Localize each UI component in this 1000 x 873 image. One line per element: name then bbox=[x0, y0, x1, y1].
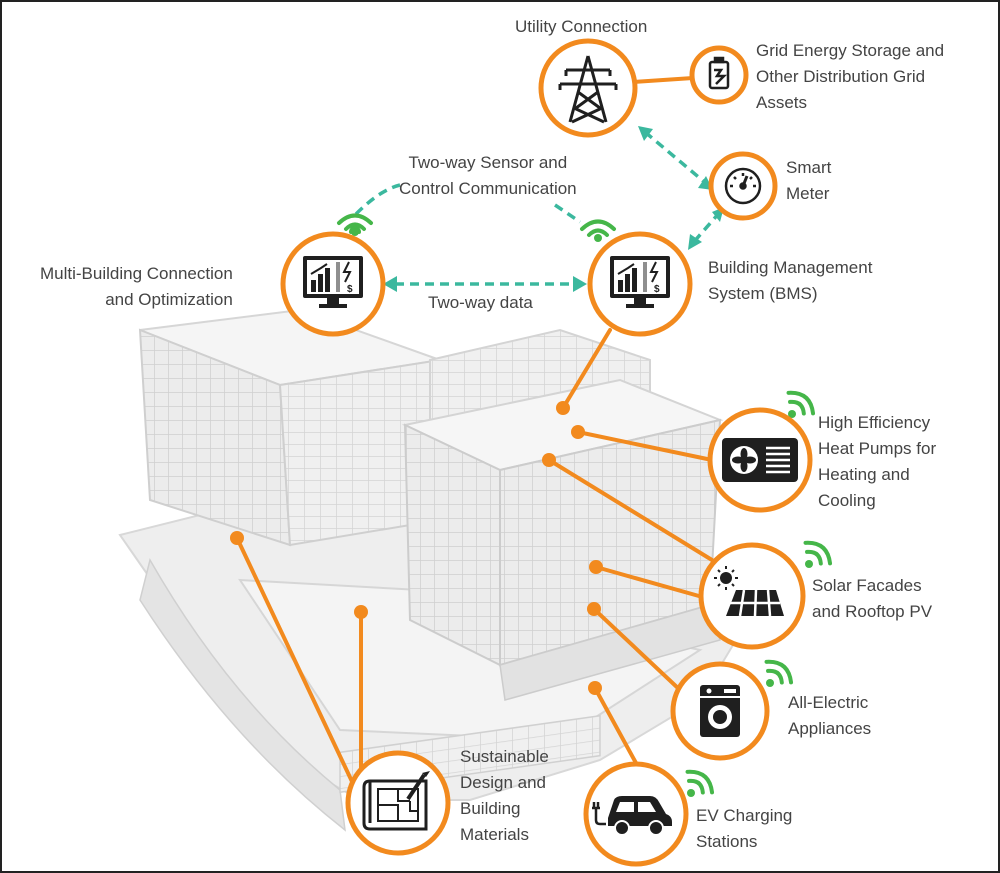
dot-bms bbox=[556, 401, 570, 415]
connector-utility-storage bbox=[631, 76, 695, 84]
arrow-data-left bbox=[383, 276, 397, 292]
connector-heatpump bbox=[576, 430, 714, 462]
label-bms: Building Management System (BMS) bbox=[708, 258, 873, 303]
plaza-curve bbox=[139, 558, 346, 832]
arrow-data-right bbox=[573, 276, 587, 292]
low-building bbox=[238, 578, 703, 742]
transmission-tower-icon bbox=[558, 55, 618, 124]
connector-bms-building bbox=[561, 328, 612, 410]
link-utility-meter bbox=[643, 130, 710, 187]
wifi-signal-icon bbox=[764, 659, 794, 685]
battery-icon bbox=[708, 56, 730, 90]
label-grid-storage: Grid Energy Storage and Other Distributi… bbox=[756, 41, 945, 112]
label-heat-pumps: High Efficiency Heat Pumps for Heating a… bbox=[818, 413, 937, 510]
connector-design-1 bbox=[235, 536, 358, 792]
arrow-bms-up bbox=[688, 234, 702, 250]
dot-solar-2 bbox=[589, 560, 603, 574]
connector-ev bbox=[593, 686, 638, 765]
blueprint-icon bbox=[362, 771, 430, 831]
dot-ev bbox=[588, 681, 602, 695]
label-two-way-data: Two-way data bbox=[428, 293, 533, 312]
dot-heatpump bbox=[571, 425, 585, 439]
label-smart-meter: Smart Meter bbox=[786, 158, 832, 203]
svg-text:$: $ bbox=[347, 284, 353, 295]
teal-arrowheads bbox=[383, 126, 724, 292]
wifi-signal-icon bbox=[685, 769, 715, 795]
label-two-way-sensor: Two-way Sensor and Control Communication bbox=[399, 153, 577, 198]
dot-solar-1 bbox=[542, 453, 556, 467]
svg-text:$: $ bbox=[654, 284, 660, 295]
washing-machine-icon bbox=[700, 685, 740, 737]
orange-connectors bbox=[235, 76, 714, 792]
label-sustainable-design: Sustainable Design and Building Material… bbox=[460, 747, 549, 844]
link-sensor-arc-left bbox=[354, 183, 401, 216]
connector-dots bbox=[230, 401, 603, 695]
meter-gauge-icon bbox=[724, 167, 762, 205]
wifi-signal-icon bbox=[786, 390, 816, 416]
label-multi-building: Multi-Building Connection and Optimizati… bbox=[40, 264, 233, 309]
connector-appliances bbox=[592, 607, 682, 692]
label-appliances: All-Electric Appliances bbox=[788, 693, 872, 738]
main-building-podium bbox=[499, 604, 721, 701]
connector-solar-2 bbox=[594, 565, 708, 600]
building-illustration bbox=[118, 308, 762, 832]
monitor-dashboard-icon: $ bbox=[303, 256, 363, 308]
label-ev-charging: EV Charging Stations bbox=[696, 806, 793, 851]
label-solar: Solar Facades and Rooftop PV bbox=[812, 576, 933, 621]
dot-design-1 bbox=[230, 531, 244, 545]
arrow-utility bbox=[638, 126, 653, 141]
node-utility bbox=[538, 38, 638, 138]
heat-pump-fan-icon bbox=[722, 438, 798, 482]
label-utility-connection: Utility Connection bbox=[515, 17, 648, 36]
monitor-dashboard-icon: $ bbox=[610, 256, 670, 308]
connector-solar-1 bbox=[547, 458, 714, 562]
wifi-signal-icon bbox=[803, 540, 833, 566]
link-sensor-arc-right bbox=[554, 203, 582, 224]
wifi-signal-icon bbox=[580, 219, 616, 237]
electric-car-icon bbox=[592, 796, 672, 836]
dot-appliances bbox=[587, 602, 601, 616]
solar-panel-icon bbox=[714, 566, 784, 617]
dot-design-2 bbox=[354, 605, 368, 619]
wifi-icons bbox=[337, 213, 833, 795]
wifi-dots bbox=[351, 228, 813, 797]
